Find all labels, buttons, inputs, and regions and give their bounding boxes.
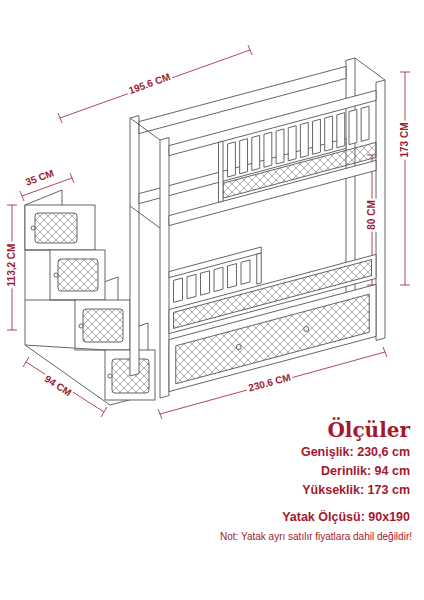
bed-part xyxy=(361,106,369,141)
drawer-knob xyxy=(304,327,309,332)
bed-edge xyxy=(130,206,160,228)
spec-text: Yatak Ölçüsü: 90x190 xyxy=(282,510,410,524)
bed-part xyxy=(214,267,223,291)
bed-part xyxy=(130,116,139,376)
bed-frame xyxy=(130,58,385,398)
bed-part xyxy=(219,141,224,202)
bed-part xyxy=(174,278,183,302)
dimension-label: 230.6 CM xyxy=(246,371,295,395)
bed-part xyxy=(228,142,236,177)
bed-part xyxy=(169,90,376,155)
bed-edge xyxy=(130,118,160,140)
dimension-label: 113,2 CM xyxy=(6,242,18,289)
spec-text: Yükseklik: 173 cm xyxy=(302,483,410,497)
dimension-label: 80 CM xyxy=(366,198,378,231)
dimension-label: 195.6 CM xyxy=(126,70,175,97)
bed-edge xyxy=(355,58,385,80)
bed-part xyxy=(257,253,262,284)
bed-part xyxy=(228,264,237,288)
dimension-label: 173 CM xyxy=(399,120,411,159)
section-title: Ölçüler xyxy=(327,418,410,442)
bed-part xyxy=(187,274,196,298)
bed-part xyxy=(288,126,296,161)
bed-part xyxy=(176,294,370,384)
bed-part xyxy=(337,113,345,148)
bed-part xyxy=(264,132,272,167)
bed-part xyxy=(241,260,250,284)
bed-part xyxy=(313,119,321,154)
dimension-label: 35 CM xyxy=(22,167,58,190)
bed-part xyxy=(349,110,357,145)
bed-part xyxy=(252,135,260,170)
drawer-knob xyxy=(236,345,241,350)
bed-part xyxy=(300,122,308,157)
bed-part xyxy=(276,129,284,164)
bed-part xyxy=(201,271,210,295)
bed-part xyxy=(325,116,333,151)
spec-text: Derinlik: 94 cm xyxy=(321,464,410,478)
dimension-lines xyxy=(7,45,410,419)
spec-text: Genişlik: 230,6 cm xyxy=(301,445,410,459)
bed-part xyxy=(240,139,248,174)
bed-part xyxy=(160,138,169,398)
spec-text: Not: Yatak ayrı satılır fiyatlara dahil … xyxy=(220,531,412,542)
